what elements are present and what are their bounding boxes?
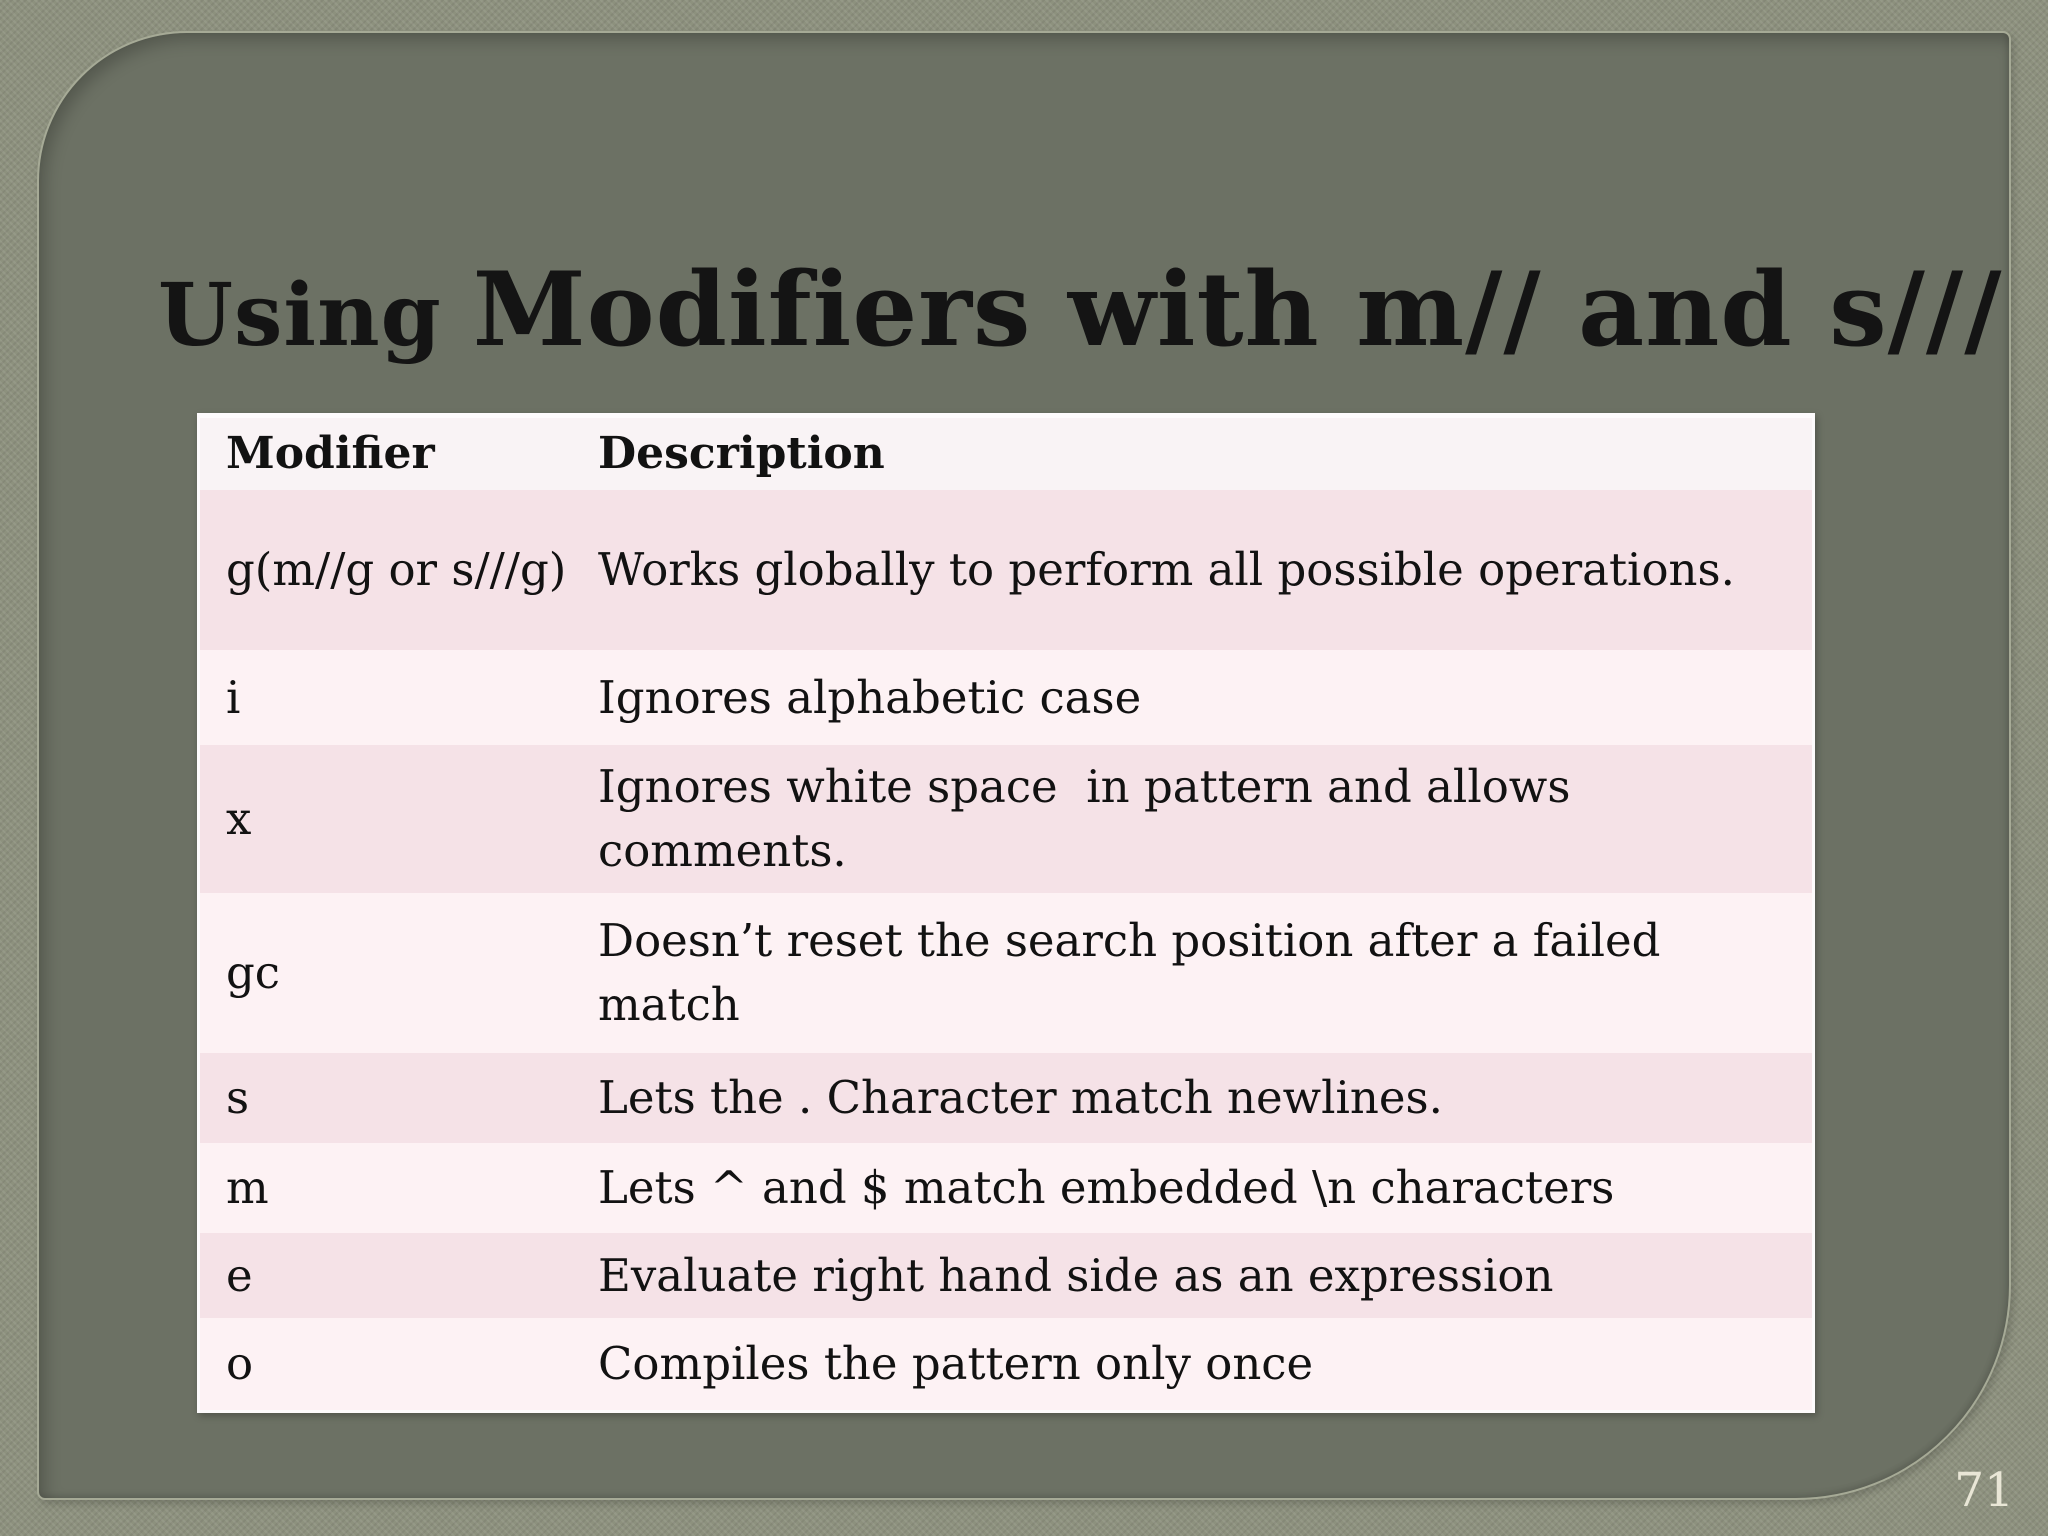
cell-description: Ignores white space in pattern and allow… [598, 760, 1585, 877]
cell-description: Ignores alphabetic case [598, 670, 1142, 724]
slide-title-prefix: Using [158, 265, 473, 367]
cell-modifier: g(m//g or s///g) [226, 543, 567, 597]
cell-description: Compiles the pattern only once [598, 1337, 1314, 1391]
cell-description: Evaluate right hand side as an expressio… [598, 1248, 1554, 1302]
table-row: g(m//g or s///g) Works globally to perfo… [200, 490, 1812, 650]
cell-description: Works globally to perform all possible o… [598, 543, 1735, 597]
table-row: s Lets the . Character match newlines. [200, 1053, 1812, 1143]
table-row: x Ignores white space in pattern and all… [200, 745, 1812, 893]
table-header-row: Modifier Description [200, 418, 1812, 490]
cell-modifier: i [226, 670, 241, 724]
cell-modifier: gc [226, 946, 281, 1000]
cell-description: Lets the . Character match newlines. [598, 1071, 1443, 1125]
table-row: m Lets ^ and $ match embedded \n charact… [200, 1143, 1812, 1233]
table-row: e Evaluate right hand side as an express… [200, 1233, 1812, 1318]
cell-modifier: e [226, 1248, 253, 1302]
table-row: gc Doesn’t reset the search position aft… [200, 893, 1812, 1053]
table-row: i Ignores alphabetic case [200, 650, 1812, 745]
cell-modifier: x [226, 792, 252, 846]
page-number: 71 [1954, 1463, 2014, 1518]
table-row: o Compiles the pattern only once [200, 1318, 1812, 1410]
cell-description: Lets ^ and $ match embedded \n character… [598, 1161, 1615, 1215]
cell-modifier: s [226, 1071, 250, 1125]
header-cell-description: Description [598, 427, 885, 479]
cell-modifier: o [226, 1337, 254, 1391]
cell-description: Doesn’t reset the search position after … [598, 914, 1675, 1031]
header-cell-modifier: Modifier [226, 427, 435, 479]
modifiers-table: Modifier Description g(m//g or s///g) Wo… [197, 413, 1815, 1413]
slide-title-main: Modifiers with m// and s/// [472, 250, 2003, 371]
cell-modifier: m [226, 1161, 269, 1215]
slide-title: Using Modifiers with m// and s/// [158, 259, 2002, 361]
